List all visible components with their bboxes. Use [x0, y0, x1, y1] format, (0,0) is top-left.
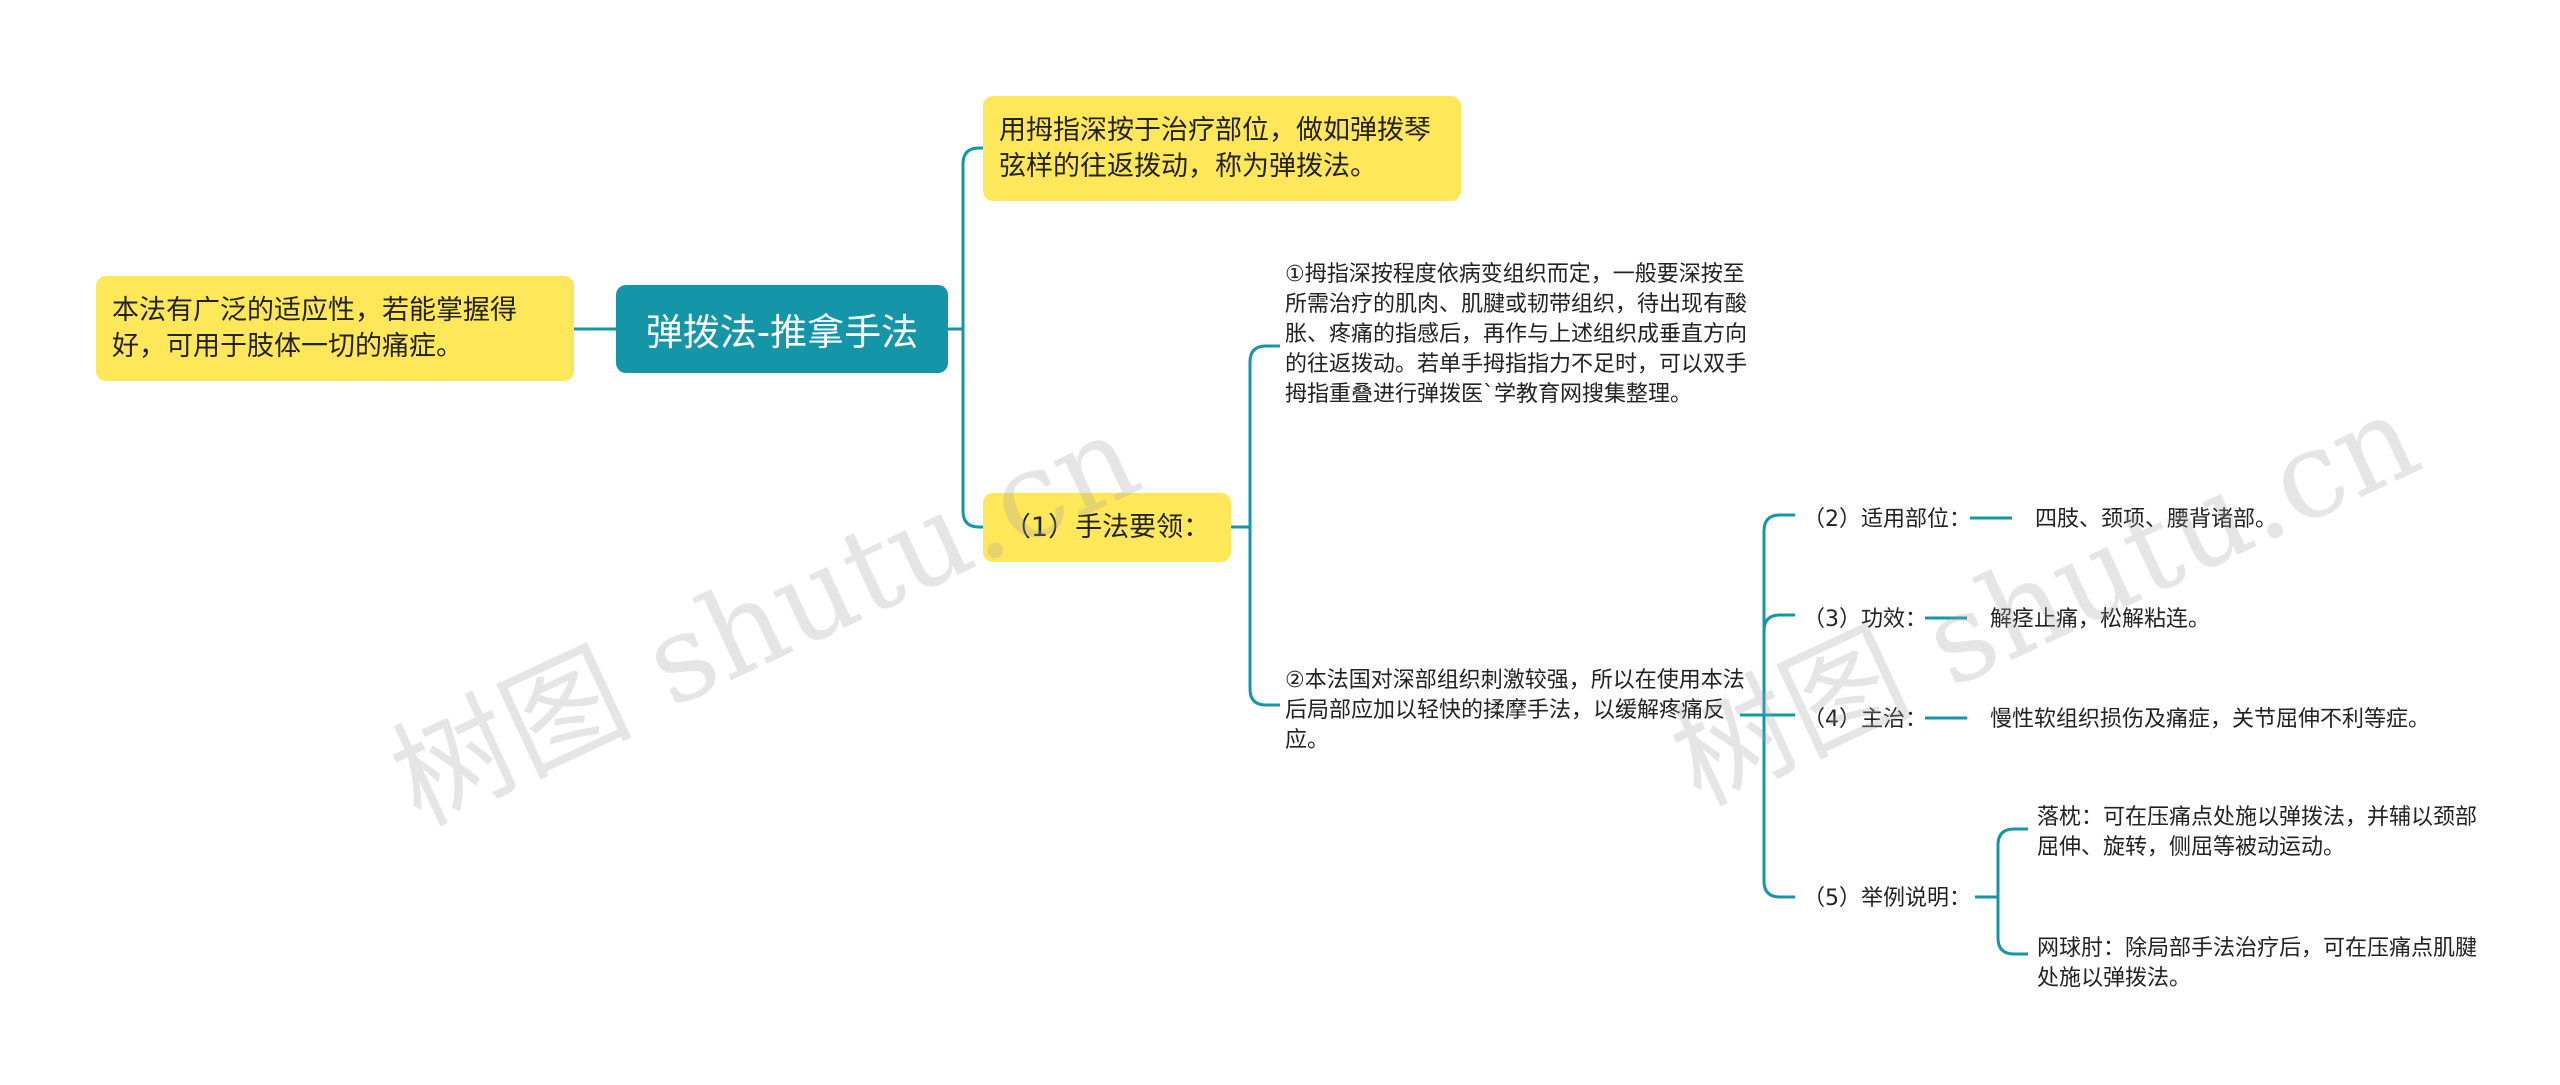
- root-node[interactable]: 弹拨法-推拿手法: [616, 285, 948, 373]
- link-example-2: [1996, 897, 2028, 956]
- examples-label[interactable]: （5）举例说明：: [1803, 886, 1971, 911]
- indication-value[interactable]: 慢性软组织损伤及痛症，关节屈伸不利等症。: [1990, 707, 2431, 732]
- effect-label[interactable]: （3）功效：: [1803, 607, 1927, 632]
- example-item-2[interactable]: 网球肘：除局部手法治疗后，可在压痛点肌腱处施以弹拨法。: [2037, 936, 2478, 991]
- link-root-key-points: [961, 329, 983, 529]
- link-root-top-note: [961, 146, 983, 329]
- definition-node[interactable]: 用拇指深按于治疗部位，做如弹拨琴弦样的往返拨动，称为弹拨法。: [983, 96, 1461, 201]
- link-key-item-2: [1248, 527, 1280, 707]
- application-label[interactable]: （2）适用部位：: [1803, 507, 1971, 532]
- example-item-1[interactable]: 落枕：可在压痛点处施以弹拨法，并辅以颈部屈伸、旋转，侧屈等被动运动。: [2037, 805, 2478, 860]
- left-note-text: 本法有广泛的适应性，若能掌握得好，可用于肢体一切的痛症。: [112, 294, 517, 362]
- key-point-item-2[interactable]: ②本法国对深部组织刺激较强，所以在使用本法后局部应加以轻快的揉摩手法，以缓解疼痛…: [1285, 668, 1745, 753]
- effect-value[interactable]: 解痉止痛，松解粘连。: [1990, 607, 2211, 632]
- application-value[interactable]: 四肢、颈项、腰背诸部。: [2035, 507, 2278, 532]
- indication-label[interactable]: （4）主治：: [1803, 707, 1927, 732]
- key-point-item-1[interactable]: ①拇指深按程度依病变组织而定，一般要深按至所需治疗的肌肉、肌腱或韧带组织，待出现…: [1285, 262, 1748, 407]
- definition-text: 用拇指深按于治疗部位，做如弹拨琴弦样的往返拨动，称为弹拨法。: [999, 114, 1431, 182]
- root-label: 弹拨法-推拿手法: [645, 311, 919, 354]
- left-note-node[interactable]: 本法有广泛的适应性，若能掌握得好，可用于肢体一切的痛症。: [96, 276, 574, 381]
- key-points-node[interactable]: （1）手法要领：: [983, 493, 1231, 562]
- link-key-item-1: [1248, 344, 1280, 527]
- link-trunk-effect: [1762, 613, 1795, 632]
- link-example-1: [1996, 827, 2028, 897]
- link-trunk-vertical: [1762, 513, 1795, 899]
- key-points-label: （1）手法要领：: [1003, 511, 1211, 543]
